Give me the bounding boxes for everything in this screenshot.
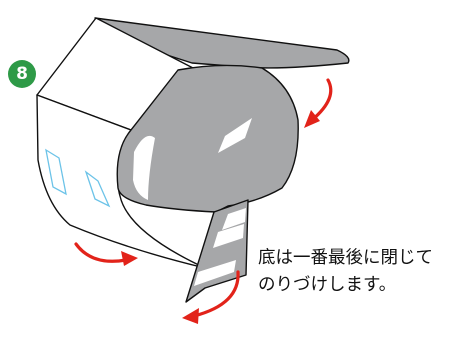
tab-stripe-2 <box>213 224 244 248</box>
rolled-gray-body <box>116 64 299 213</box>
instruction-line-1: 底は一番最後に閉じて <box>258 248 433 268</box>
fold-arrow-right <box>310 78 333 122</box>
fold-arrow-right-head <box>304 110 320 128</box>
tab-stripe-1 <box>222 208 246 230</box>
instruction-line-2: のりづけします。 <box>258 275 397 295</box>
fold-arrow-left-head <box>121 251 138 266</box>
inner-white-curve <box>133 135 155 200</box>
fold-arrow-bottom <box>192 270 240 318</box>
tab-stripe-3 <box>194 260 236 286</box>
instruction-text: 底は一番最後に閉じて のりづけします。 <box>258 245 468 299</box>
window-cutout-gray <box>218 118 252 153</box>
step-number-badge: 8 <box>8 60 36 88</box>
fold-arrow-bottom-head <box>182 308 199 324</box>
window-cutout-left <box>45 148 67 196</box>
window-cutout-right <box>84 170 111 208</box>
fold-arrow-left <box>74 242 128 263</box>
